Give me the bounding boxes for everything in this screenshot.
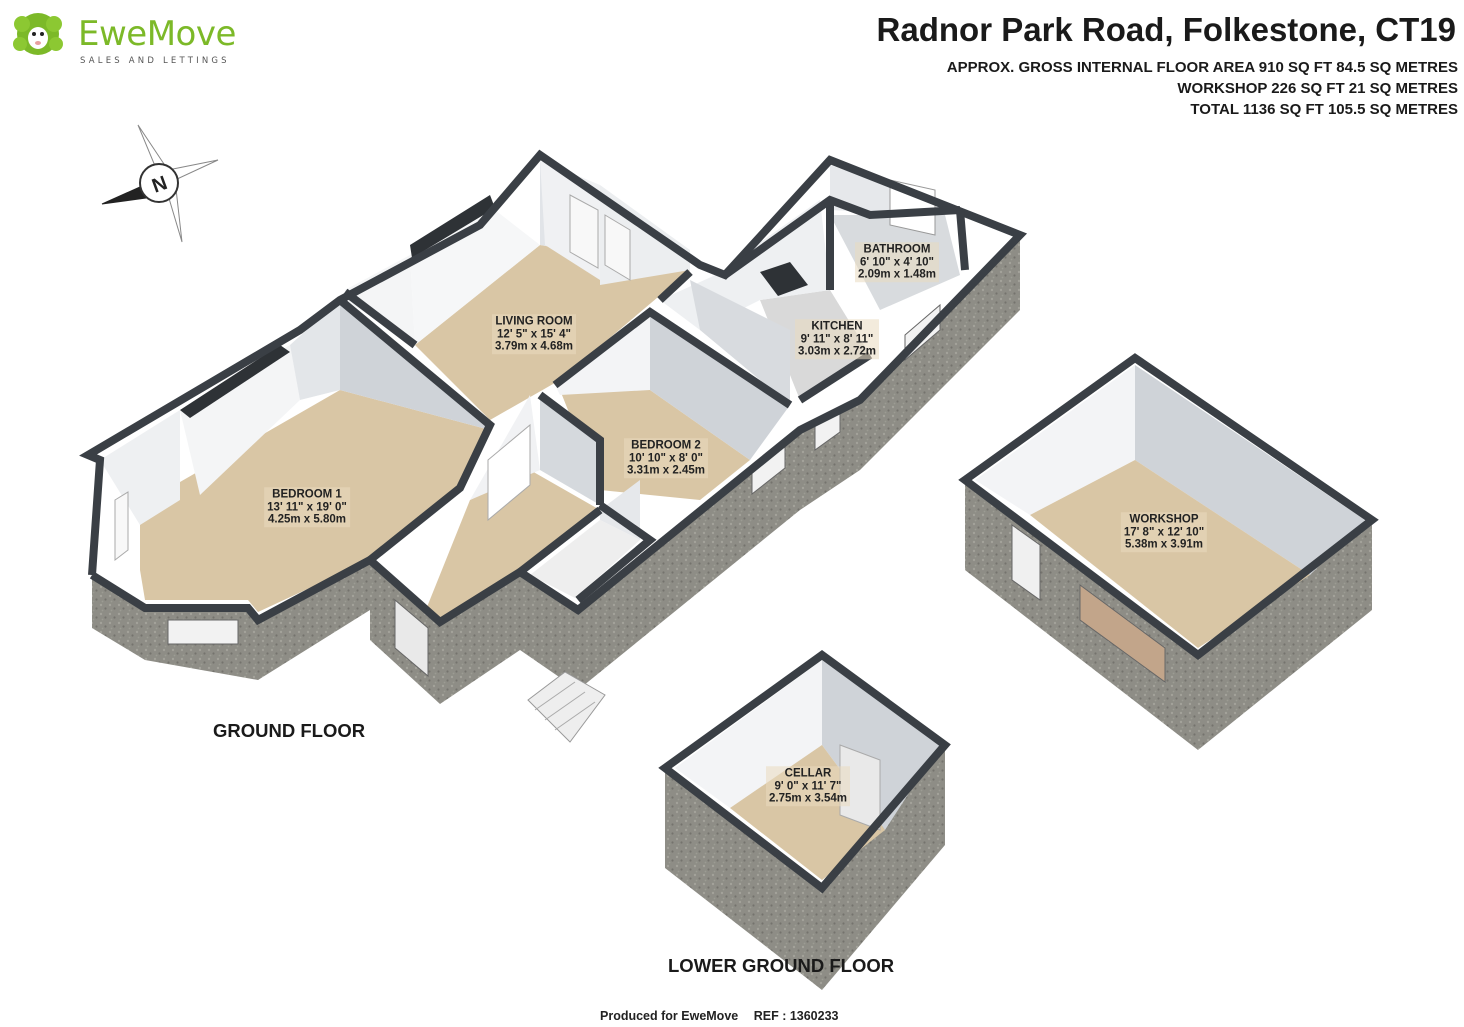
room-name: BEDROOM 1 bbox=[272, 488, 342, 501]
room-metric: 3.79m x 4.68m bbox=[494, 340, 574, 353]
stat-total-area: TOTAL 1136 SQ FT 105.5 SQ METRES bbox=[1190, 101, 1458, 118]
room-label-bedroom2: BEDROOM 2 10' 10" x 8' 0" 3.31m x 2.45m bbox=[623, 438, 709, 478]
cellar-model bbox=[658, 650, 951, 990]
ground-floor-inner-walls bbox=[100, 160, 960, 562]
compass-icon: N bbox=[101, 124, 219, 243]
room-imperial: 17' 8" x 12' 10" bbox=[1123, 525, 1205, 538]
ground-floor-exterior bbox=[92, 235, 1020, 743]
footer: Produced for EweMove REF : 1360233 bbox=[600, 1009, 851, 1023]
room-metric: 3.03m x 2.72m bbox=[797, 345, 877, 358]
room-label-cellar: CELLAR 9' 0" x 11' 7" 2.75m x 3.54m bbox=[765, 766, 851, 806]
ground-floor-wall-tops bbox=[79, 149, 1028, 627]
ewemove-logo-icon bbox=[13, 13, 63, 55]
room-metric: 2.09m x 1.48m bbox=[857, 268, 937, 281]
room-imperial: 6' 10" x 4' 10" bbox=[860, 255, 934, 268]
workshop-model bbox=[958, 353, 1379, 750]
room-name: WORKSHOP bbox=[1129, 513, 1199, 526]
room-name: CELLAR bbox=[784, 767, 832, 780]
room-metric: 2.75m x 3.54m bbox=[768, 792, 848, 805]
room-name: BEDROOM 2 bbox=[631, 439, 701, 452]
footer-produced: Produced for EweMove bbox=[600, 1009, 739, 1023]
compass-letter: N bbox=[149, 172, 170, 198]
room-name: BATHROOM bbox=[863, 243, 931, 256]
room-metric: 4.25m x 5.80m bbox=[267, 513, 346, 526]
room-label-kitchen: KITCHEN 9' 11" x 8' 11" 3.03m x 2.72m bbox=[794, 319, 880, 359]
room-imperial: 9' 0" x 11' 7" bbox=[774, 779, 842, 792]
room-label-living-room: LIVING ROOM 12' 5" x 15' 4" 3.79m x 4.68… bbox=[491, 314, 577, 354]
room-imperial: 10' 10" x 8' 0" bbox=[629, 451, 703, 464]
floor-label-lower-ground: LOWER GROUND FLOOR bbox=[668, 955, 895, 976]
room-label-workshop: WORKSHOP 17' 8" x 12' 10" 5.38m x 3.91m bbox=[1120, 512, 1208, 552]
room-imperial: 9' 11" x 8' 11" bbox=[800, 332, 874, 345]
brand-name: EweMove bbox=[78, 14, 236, 54]
floor-label-ground: GROUND FLOOR bbox=[213, 720, 366, 741]
stat-workshop-area: WORKSHOP 226 SQ FT 21 SQ METRES bbox=[1177, 80, 1458, 97]
room-imperial: 13' 11" x 19' 0" bbox=[267, 500, 347, 513]
area-stats: APPROX. GROSS INTERNAL FLOOR AREA 910 SQ… bbox=[947, 57, 1458, 120]
stat-gross-area: APPROX. GROSS INTERNAL FLOOR AREA 910 SQ… bbox=[946, 59, 1458, 76]
page-title: Radnor Park Road, Folkestone, CT19 bbox=[876, 11, 1456, 48]
brand-tagline: SALES AND LETTINGS bbox=[80, 56, 230, 66]
room-label-bathroom: BATHROOM 6' 10" x 4' 10" 2.09m x 1.48m bbox=[854, 242, 940, 282]
room-imperial: 12' 5" x 15' 4" bbox=[497, 327, 571, 340]
room-metric: 3.31m x 2.45m bbox=[626, 464, 706, 477]
room-label-bedroom1: BEDROOM 1 13' 11" x 19' 0" 4.25m x 5.80m bbox=[264, 487, 350, 527]
room-name: KITCHEN bbox=[811, 320, 863, 333]
room-name: LIVING ROOM bbox=[495, 315, 573, 328]
footer-ref: REF : 1360233 bbox=[753, 1009, 839, 1023]
room-metric: 5.38m x 3.91m bbox=[1124, 538, 1204, 551]
